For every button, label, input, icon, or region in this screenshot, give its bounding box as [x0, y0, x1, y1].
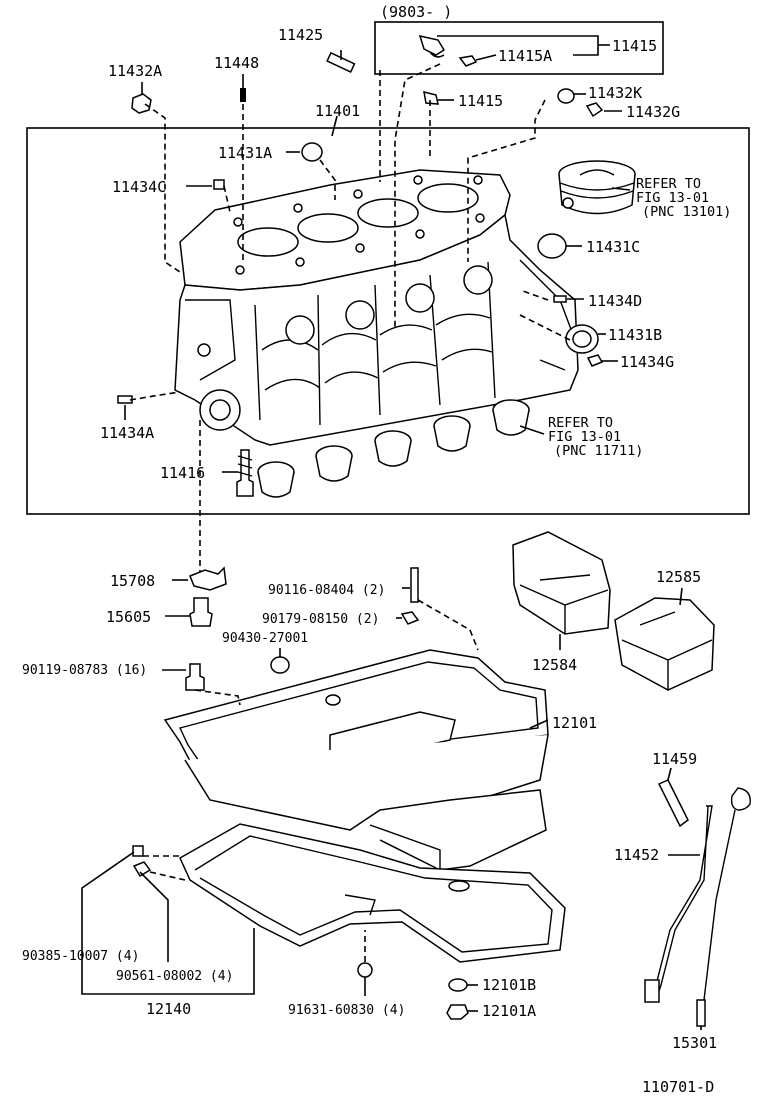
cylinder-block — [174, 169, 579, 446]
leader-lines — [81, 35, 702, 1030]
main-bearings — [257, 399, 530, 498]
plug-11448 — [240, 88, 246, 102]
stud-90116 — [410, 567, 419, 603]
label-90430: 90430-27001 — [222, 631, 308, 646]
label-90119: 90119-08783 (16) — [22, 663, 147, 678]
label-11415A: 11415A — [498, 47, 552, 65]
bearing-4 — [433, 415, 471, 452]
stud-11425 — [326, 51, 356, 74]
oil-pan — [163, 649, 549, 871]
label-11431C: 11431C — [586, 238, 640, 256]
label-11425: 11425 — [278, 26, 323, 44]
bolt-91631 — [357, 962, 373, 978]
baffle-12585 — [614, 597, 715, 691]
label-11452: 11452 — [614, 846, 659, 864]
label-12101B: 12101B — [482, 976, 536, 994]
ring-11459 — [657, 779, 689, 828]
pin-11434G — [586, 354, 604, 367]
label-91631: 91631-60830 (4) — [288, 1003, 405, 1018]
nut-90179 — [400, 611, 420, 625]
label-12101: 12101 — [552, 714, 597, 732]
bearing-ref-line-1: REFER TO — [548, 415, 613, 431]
label-11432K: 11432K — [588, 84, 642, 102]
bolt-11415A — [458, 55, 478, 67]
plug-11432G — [585, 102, 604, 118]
label-12140: 12140 — [146, 1000, 191, 1018]
fitting-11415 — [423, 90, 439, 105]
bolt-90119 — [185, 663, 205, 691]
label-15708: 15708 — [110, 572, 155, 590]
label-11434C: 11434C — [112, 178, 166, 196]
label-11432G: 11432G — [626, 103, 680, 121]
piston-assembly — [558, 160, 636, 215]
dashed-guides — [129, 63, 571, 962]
bearing-5 — [492, 399, 530, 436]
plug-11431A — [301, 142, 323, 162]
bearing-3 — [374, 430, 412, 467]
label-11401: 11401 — [315, 102, 360, 120]
dipstick-parts — [644, 779, 751, 1027]
label-11434D: 11434D — [588, 292, 642, 310]
oil-pan-no2 — [179, 823, 566, 963]
plug-11432A — [131, 93, 152, 114]
piston-ref-line-1: REFER TO — [636, 176, 701, 192]
plug-11431C — [537, 233, 567, 259]
label-90179: 90179-08150 (2) — [262, 612, 379, 627]
gasket-12101B — [448, 978, 468, 992]
plug-12101A — [446, 1004, 469, 1020]
nut-90385 — [132, 845, 144, 857]
serial-range: (9803- ) — [380, 3, 452, 21]
bearing-ref-line-2: FIG 13-01 — [548, 429, 621, 445]
label-11431B: 11431B — [608, 326, 662, 344]
label-11432A: 11432A — [108, 62, 162, 80]
part-labels: (9803- ) 11425 11432A 11448 11401 11431A… — [22, 3, 731, 1096]
label-11416: 11416 — [160, 464, 205, 482]
label-11415: 11415 — [612, 37, 657, 55]
label-90385: 90385-10007 (4) — [22, 949, 139, 964]
piston-ref-line-2: FIG 13-01 — [636, 190, 709, 206]
pin-11434A — [117, 395, 133, 404]
gasket-15708 — [189, 566, 227, 591]
label-90116: 90116-08404 (2) — [268, 583, 385, 598]
label-11459: 11459 — [652, 750, 697, 768]
pin-11434D — [553, 295, 567, 303]
dipstick-handle-15301 — [730, 787, 751, 811]
plug-11432K — [557, 88, 575, 104]
label-15605: 15605 — [106, 608, 151, 626]
pin-11434C — [213, 179, 225, 190]
bearing-1 — [257, 461, 295, 498]
bearing-2 — [315, 445, 353, 482]
label-15301: 15301 — [672, 1034, 717, 1052]
label-11431A: 11431A — [218, 144, 272, 162]
label-11415-b: 11415 — [458, 92, 503, 110]
valve-15605 — [189, 597, 213, 627]
label-12101A: 12101A — [482, 1002, 536, 1020]
bearing-ref-line-3: (PNC 11711) — [554, 443, 643, 459]
guide-11452 — [649, 805, 713, 1001]
label-12585: 12585 — [656, 568, 701, 586]
serial-range-box — [374, 21, 664, 75]
cylinder-block-frame — [26, 127, 750, 515]
label-11434A: 11434A — [100, 424, 154, 442]
baffle-12584 — [512, 531, 611, 635]
label-11434G: 11434G — [620, 353, 674, 371]
small-parts — [117, 34, 604, 497]
label-90561: 90561-08002 (4) — [116, 969, 233, 984]
drain-parts — [132, 845, 469, 1020]
label-11448: 11448 — [214, 54, 259, 72]
oil-strainer-parts — [185, 566, 420, 691]
bolt-11416 — [236, 449, 254, 497]
fitting-11415-new — [418, 34, 446, 58]
washer-90561 — [132, 861, 152, 878]
baffle-plates — [512, 531, 715, 691]
piston-ref-line-3: (PNC 13101) — [642, 204, 731, 220]
figure-id: 110701-D — [642, 1078, 714, 1096]
gasket-90430 — [270, 656, 290, 674]
label-12584: 12584 — [532, 656, 577, 674]
